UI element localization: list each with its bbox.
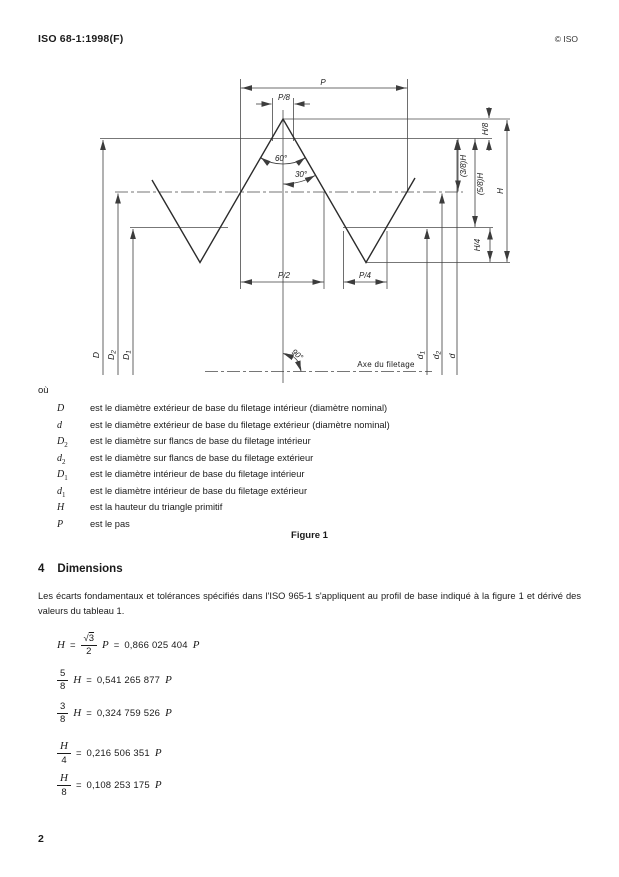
definition-symbol: d [57, 419, 62, 431]
formula-H: H = √3 2 P = 0,866 025 404 P [57, 633, 200, 657]
formula-H4: H 4 = 0,216 506 351 P [57, 741, 162, 765]
dim-P4-label: P/4 [359, 271, 372, 280]
definition-text: est le diamètre extérieur de base du fil… [90, 403, 388, 413]
dim-d1-label: d1 [415, 350, 427, 359]
formula-H8: H 8 = 0,108 253 175 P [57, 773, 162, 797]
document-id: ISO 68-1:1998(F) [38, 33, 124, 45]
angle-90-label: 90° [290, 347, 306, 362]
definition-symbol: H [57, 502, 65, 513]
definition-row: D1 est le diamètre intérieur de base du … [57, 469, 577, 486]
formula-value: 0,324 759 526 [96, 707, 161, 719]
dim-H-label: H [496, 188, 505, 194]
fraction: 3 8 [57, 702, 69, 725]
dim-P2-label: P/2 [278, 271, 291, 280]
definition-row: D est le diamètre extérieur de base du f… [57, 403, 577, 420]
formula-lhs: H [57, 639, 65, 652]
definition-text: est le pas [90, 518, 130, 529]
definition-text: est le diamètre extérieur de base du fil… [90, 419, 390, 430]
section-number: 4 [38, 563, 45, 575]
figure-1-diagram: P P/8 P/2 P/4 60° 30° 90° Axe du filetag… [91, 78, 510, 383]
dim-H4-label: H/4 [473, 238, 482, 251]
definition-row: d est le diamètre extérieur de base du f… [57, 420, 577, 437]
sqrt-sign: √ [83, 633, 89, 644]
dimension-lines [100, 85, 510, 375]
fraction: 5 8 [57, 669, 69, 692]
dim-5H8-label: (5/8)H [476, 173, 485, 195]
where-intro: où [38, 385, 49, 396]
formula-value: 0,108 253 175 [86, 779, 150, 791]
dim-d-label: d [447, 353, 457, 358]
angle-30-label: 30° [295, 170, 308, 179]
definition-row: d1 est le diamètre intérieur de base du … [57, 486, 577, 503]
thread-profile-outline [151, 117, 416, 264]
definition-symbol: D2 [57, 436, 68, 449]
dim-H8-label: H/8 [481, 122, 490, 135]
fraction: √3 2 [80, 633, 98, 657]
definition-text: est la hauteur du triangle primitif [90, 502, 223, 512]
page-header: ISO 68-1:1998(F) © ISO [38, 33, 578, 45]
definition-symbol: D1 [57, 469, 68, 482]
definition-symbol: D [57, 403, 65, 414]
section-title: Dimensions [57, 563, 123, 575]
definition-list: D est le diamètre extérieur de base du f… [57, 403, 577, 535]
definition-symbol: P [57, 518, 64, 530]
angle-60-label: 60° [275, 154, 288, 163]
section-heading: 4 Dimensions [38, 563, 123, 575]
definition-symbol: d1 [57, 485, 66, 499]
copyright-notice: © ISO [554, 34, 578, 44]
dim-D1-label: D1 [121, 350, 133, 360]
definition-row: D2 est le diamètre sur flancs de base du… [57, 436, 577, 453]
dim-D-label: D [91, 352, 101, 358]
definition-text: est le diamètre intérieur de base du fil… [90, 485, 308, 496]
definition-row: P est le pas [57, 519, 577, 536]
formula-5H8: 5 8 H = 0,541 265 877 P [57, 669, 172, 692]
definition-row: d2 est le diamètre sur flancs de base du… [57, 453, 577, 470]
dim-d2-label: d2 [431, 350, 443, 359]
definition-symbol: d2 [57, 452, 66, 466]
construction-lines [100, 79, 510, 383]
formula-3H8: 3 8 H = 0,324 759 526 P [57, 702, 172, 725]
dim-3H8-label: (3/8)H [459, 155, 468, 177]
definition-row: H est la hauteur du triangle primitif [57, 502, 577, 519]
figure-caption: Figure 1 [291, 530, 328, 541]
dim-P-label: P [320, 78, 326, 87]
definition-text: est le diamètre sur flancs de base du fi… [90, 452, 314, 463]
section-paragraph: Les écarts fondamentaux et tolérances sp… [38, 591, 581, 616]
formula-value: 0,541 265 877 [96, 674, 161, 686]
formula-value: 0,866 025 404 [124, 639, 188, 651]
formula-value: 0,216 506 351 [86, 747, 150, 759]
dim-D2-label: D2 [106, 350, 118, 360]
fraction: H 4 [57, 741, 71, 765]
dim-P8-label: P/8 [278, 93, 291, 102]
definition-text: est le diamètre sur flancs de base du fi… [90, 436, 311, 446]
thread-axis-label: Axe du filetage [357, 360, 415, 369]
fraction: H 8 [57, 773, 71, 797]
definition-text: est le diamètre intérieur de base du fil… [90, 469, 305, 479]
page-number: 2 [38, 833, 44, 845]
